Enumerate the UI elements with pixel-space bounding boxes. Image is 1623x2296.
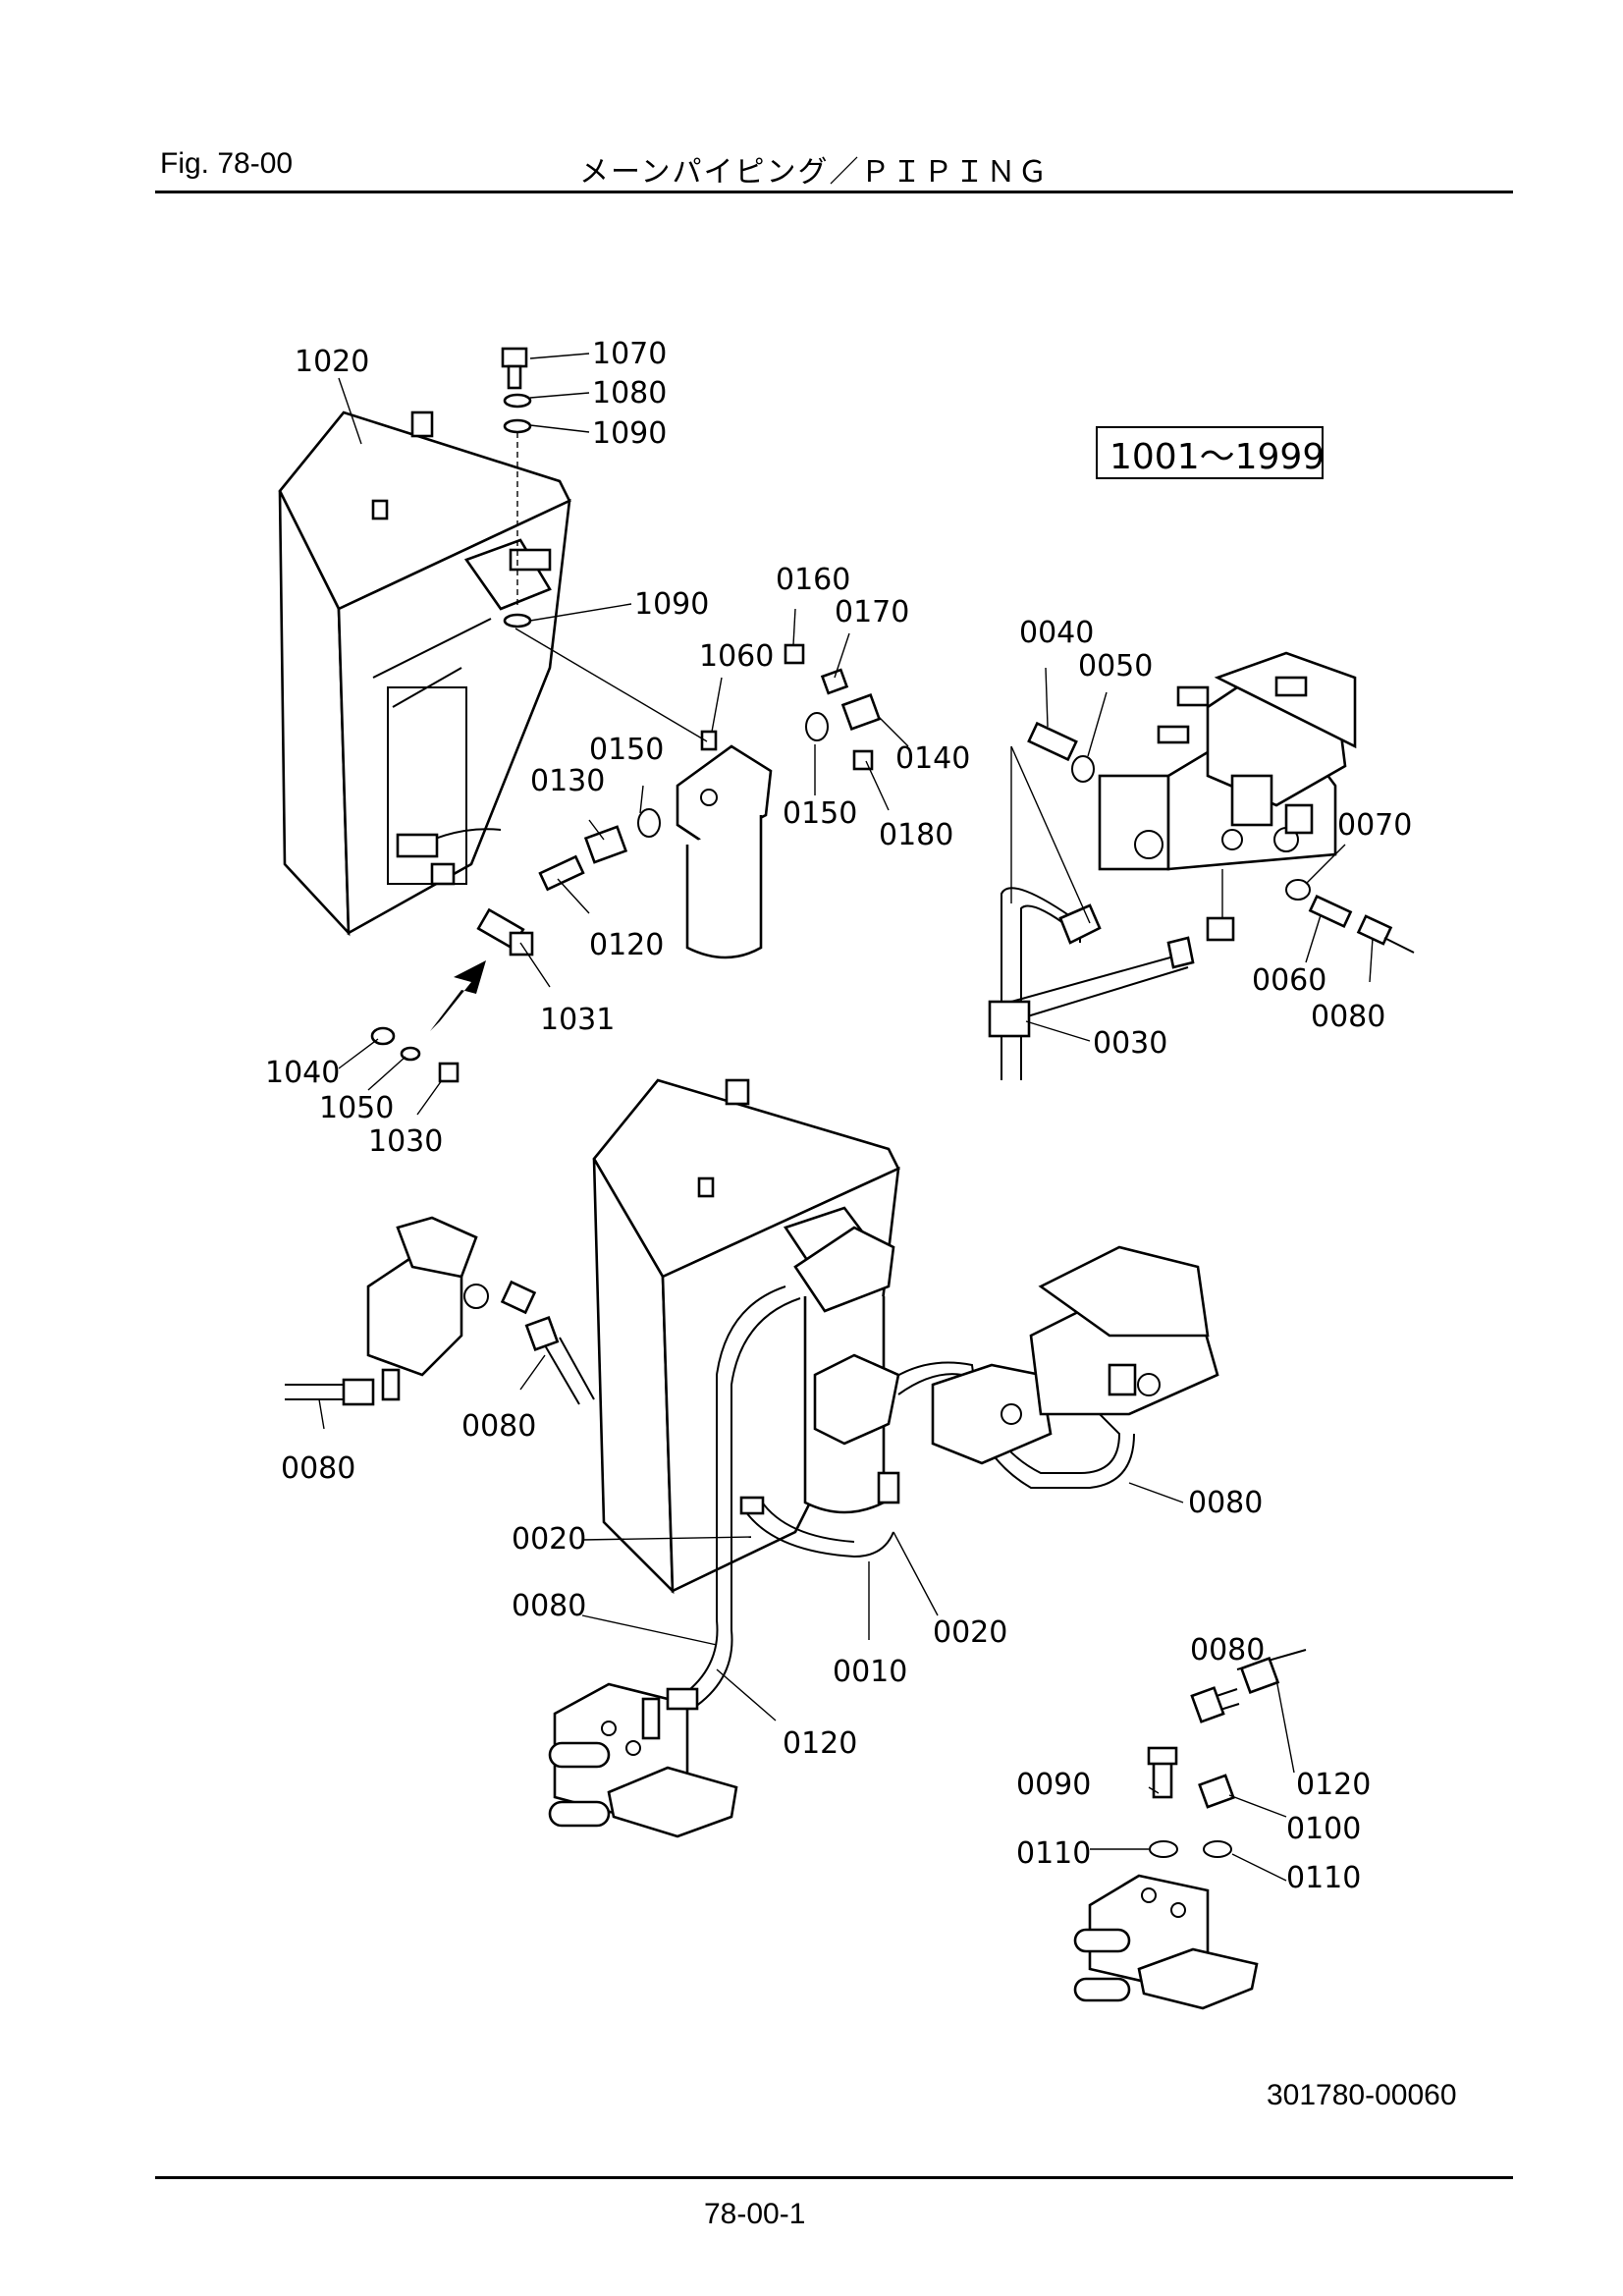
part-label-0090: 0090 [1016, 1768, 1091, 1802]
part-label-0040: 0040 [1019, 616, 1094, 650]
part-label-0050: 0050 [1078, 649, 1153, 683]
part-label-1030: 1030 [368, 1124, 443, 1159]
part-label-0130: 0130 [530, 764, 605, 798]
part-label-0110: 0110 [1286, 1861, 1361, 1895]
part-label-0120: 0120 [589, 928, 664, 962]
part-label-0080: 0080 [1190, 1633, 1265, 1667]
hydraulic-tank [278, 410, 571, 937]
part-label-0080: 0080 [1311, 1000, 1385, 1034]
pump-suction-pipe [988, 721, 1415, 1080]
main-pump-upper [1098, 651, 1357, 942]
part-label-1090: 1090 [592, 416, 667, 451]
return-filter [514, 628, 773, 959]
serial-range: 1001～1999 [1109, 437, 1325, 477]
filter-fittings [538, 643, 882, 892]
part-label-0080: 0080 [281, 1451, 355, 1486]
part-number-labels: 1020 1070 1080 1090 1090 0160 0170 1060 … [265, 337, 1412, 1895]
page-title: メーンパイピング／ＰＩＰＩＮＧ [579, 156, 1050, 189]
leader-lines [318, 353, 1374, 1882]
part-label-0150: 0150 [783, 796, 857, 831]
part-label-1031: 1031 [540, 1003, 615, 1037]
figure-number: Fig. 78-00 [160, 147, 294, 180]
part-label-0120: 0120 [783, 1726, 857, 1761]
part-label-0080: 0080 [1188, 1486, 1263, 1520]
part-label-0010: 0010 [833, 1655, 907, 1689]
serial-range-box [1096, 426, 1324, 479]
assembled-tank [592, 1078, 900, 1595]
tank-outlet-fitting [370, 907, 534, 1083]
part-label-0170: 0170 [835, 595, 909, 629]
part-label-0120: 0120 [1296, 1768, 1371, 1802]
part-label-0080: 0080 [461, 1409, 536, 1444]
part-label-1060: 1060 [699, 639, 774, 674]
part-label-1090: 1090 [634, 587, 709, 622]
part-label-0100: 0100 [1286, 1812, 1361, 1846]
drawing-number: 301780-00060 [1267, 2079, 1457, 2111]
part-label-0110: 0110 [1016, 1836, 1091, 1871]
header-rule [155, 191, 1513, 193]
part-label-1020: 1020 [295, 345, 369, 379]
footer-rule [155, 2176, 1513, 2179]
part-label-0020: 0020 [512, 1522, 586, 1557]
part-label-0020: 0020 [933, 1615, 1007, 1650]
part-label-0180: 0180 [879, 818, 953, 852]
part-label-0140: 0140 [895, 741, 970, 776]
assembled-pump [813, 1245, 1219, 1465]
gear-pump-detail [285, 1216, 595, 1406]
part-label-0070: 0070 [1337, 808, 1412, 843]
part-label-0030: 0030 [1093, 1026, 1167, 1061]
part-label-1050: 1050 [319, 1091, 394, 1125]
part-label-1040: 1040 [265, 1056, 340, 1090]
part-label-0080: 0080 [512, 1589, 586, 1623]
part-label-0150: 0150 [589, 733, 664, 767]
valve-fittings-detail [1073, 1649, 1307, 2010]
part-label-1080: 1080 [592, 376, 667, 410]
part-label-0160: 0160 [776, 563, 850, 597]
control-valve-lower [548, 1682, 738, 1838]
part-label-0060: 0060 [1252, 963, 1326, 998]
part-label-1070: 1070 [592, 337, 667, 371]
tank-cover-bolt [501, 347, 532, 629]
page-number: 78-00-1 [704, 2198, 806, 2230]
